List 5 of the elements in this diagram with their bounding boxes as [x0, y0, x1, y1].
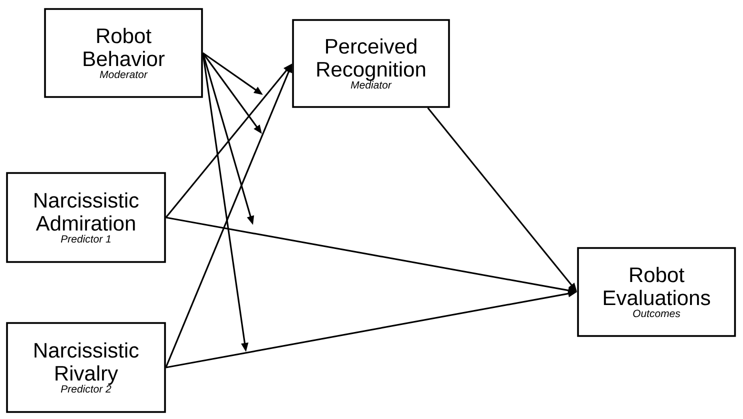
variable-box: Robot Evaluations Outcomes — [577, 247, 736, 337]
variable-box: Narcissistic Rivalry Predictor 2 — [6, 322, 166, 413]
variable-box: Robot Behavior Moderator — [44, 8, 203, 98]
variable-box: Narcissistic Admiration Predictor 1 — [6, 172, 166, 263]
variable-box: Perceived Recognition Mediator — [292, 19, 450, 108]
